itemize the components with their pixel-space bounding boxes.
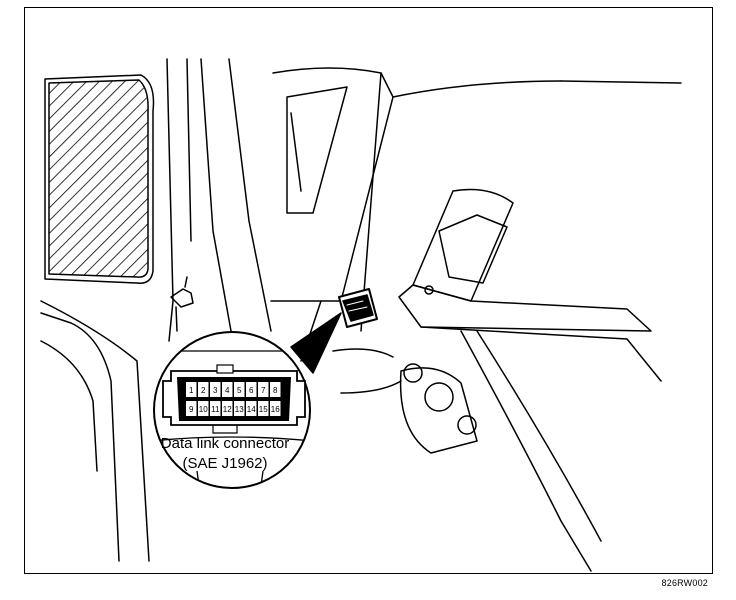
pin-number-6: 6 <box>249 386 254 395</box>
pin-cell-13 <box>234 401 245 416</box>
pin-cell-11 <box>210 401 221 416</box>
pin-cell-15 <box>258 401 269 416</box>
pin-number-10: 10 <box>199 405 208 414</box>
pin-number-8: 8 <box>273 386 278 395</box>
pin-cell-7 <box>258 382 269 397</box>
callout-pointer <box>290 312 342 374</box>
dashboard-edge <box>272 67 382 332</box>
pin-number-15: 15 <box>259 405 268 414</box>
steering-column <box>399 367 478 454</box>
pin-number-12: 12 <box>223 405 232 414</box>
pin-number-16: 16 <box>271 405 280 414</box>
connector-caption-standard: (SAE J1962) <box>182 455 268 472</box>
pin-number-1: 1 <box>189 386 194 395</box>
pin-number-7: 7 <box>261 386 266 395</box>
pin-number-11: 11 <box>211 405 220 414</box>
pin-cell-2 <box>198 382 209 397</box>
pin-number-9: 9 <box>189 405 194 414</box>
pin-number-3: 3 <box>213 386 218 395</box>
pin-cell-8 <box>270 382 281 397</box>
pin-cell-5 <box>234 382 245 397</box>
a-pillar <box>166 58 174 342</box>
door-latch <box>170 288 194 308</box>
pin-cell-9 <box>186 401 197 416</box>
pin-cell-3 <box>210 382 221 397</box>
pin-cell-14 <box>246 401 257 416</box>
pin-number-5: 5 <box>237 386 242 395</box>
release-bracket <box>412 188 514 302</box>
pin-number-4: 4 <box>225 386 230 395</box>
pin-number-13: 13 <box>235 405 244 414</box>
pin-number-14: 14 <box>247 405 256 414</box>
pin-cell-1 <box>186 382 197 397</box>
pin-cell-4 <box>222 382 233 397</box>
pin-number-2: 2 <box>201 386 206 395</box>
pin-cell-16 <box>270 401 281 416</box>
pin-cell-10 <box>198 401 209 416</box>
pin-cell-12 <box>222 401 233 416</box>
pin-cell-6 <box>246 382 257 397</box>
figure-code: 826RW002 <box>661 578 708 588</box>
connector-caption-title: Data link connector <box>160 435 290 452</box>
vent-panel <box>44 74 155 284</box>
